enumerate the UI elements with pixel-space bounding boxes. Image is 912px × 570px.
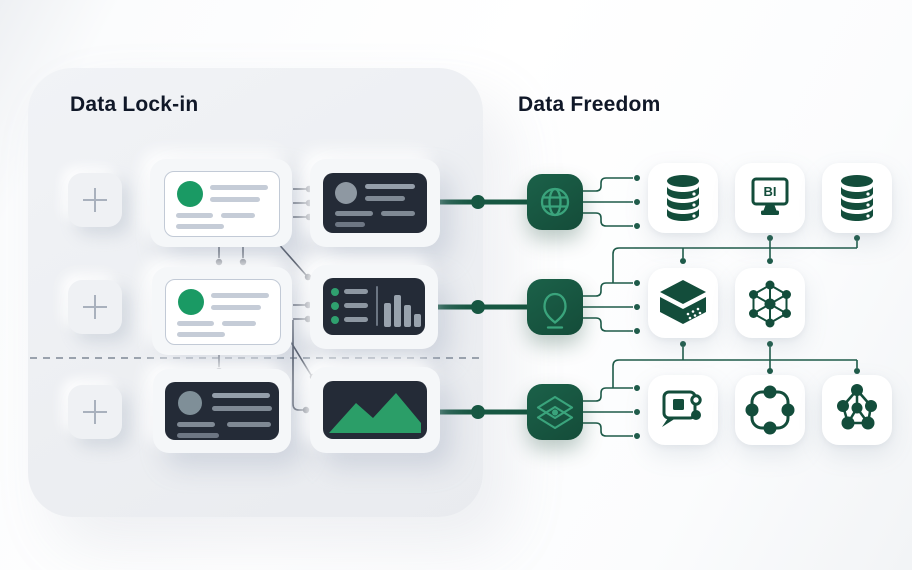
text-line xyxy=(344,289,368,294)
database-icon xyxy=(841,175,873,221)
metrics-card xyxy=(310,265,438,349)
tile-database-2 xyxy=(822,163,892,233)
bar xyxy=(394,295,401,327)
avatar-dot xyxy=(178,289,204,315)
tile-bi-monitor: BI xyxy=(735,163,805,233)
text-line xyxy=(177,332,225,337)
text-line xyxy=(344,317,368,322)
freedom-network-dots xyxy=(634,175,860,439)
text-line xyxy=(211,293,269,298)
plus-icon xyxy=(83,400,107,424)
plus-icon xyxy=(83,188,107,212)
record-card-white-middle xyxy=(152,267,292,355)
tile-node-network xyxy=(735,268,805,338)
tile-graph-cluster xyxy=(822,375,892,445)
text-line xyxy=(177,433,219,438)
record-card-white-top xyxy=(150,159,292,247)
bullet-dot xyxy=(331,316,339,324)
text-line xyxy=(177,422,215,427)
area-chart-card xyxy=(310,367,440,453)
text-line xyxy=(227,422,271,427)
text-line xyxy=(221,213,255,218)
bullet-dot xyxy=(331,288,339,296)
avatar-dot xyxy=(178,391,202,415)
text-line xyxy=(211,305,261,310)
hub-web xyxy=(527,174,583,230)
placeholder-slot-2 xyxy=(68,280,122,334)
text-line xyxy=(381,211,415,216)
layers-icon xyxy=(536,395,574,430)
bi-monitor-icon: BI xyxy=(751,177,789,215)
area-chart-icon xyxy=(329,393,421,433)
chat-integration-icon xyxy=(662,390,702,427)
text-line xyxy=(210,185,268,190)
avatar-dot xyxy=(177,181,203,207)
tile-database-1 xyxy=(648,163,718,233)
database-icon xyxy=(667,175,699,221)
text-line xyxy=(222,321,256,326)
plus-icon xyxy=(83,295,107,319)
freedom-title: Data Freedom xyxy=(518,93,661,116)
text-line xyxy=(176,213,213,218)
record-card-dark-bottom xyxy=(153,369,291,453)
text-line xyxy=(177,321,214,326)
avatar-dot xyxy=(335,182,357,204)
freedom-network xyxy=(583,177,858,437)
bar xyxy=(404,305,411,327)
placeholder-slot-3 xyxy=(68,385,122,439)
hub-voice xyxy=(527,279,583,335)
text-line xyxy=(335,211,373,216)
tile-chat-integration xyxy=(648,375,718,445)
voice-assistant-icon xyxy=(543,292,567,329)
placeholder-slot-1 xyxy=(68,173,122,227)
graph-cluster-icon xyxy=(837,384,877,430)
bullet-dot xyxy=(331,302,339,310)
text-line xyxy=(365,196,405,201)
text-line xyxy=(344,303,368,308)
semantic-cube-icon xyxy=(660,280,706,324)
tile-workflow-loop xyxy=(735,375,805,445)
bi-label: BI xyxy=(764,184,777,199)
hub-layers xyxy=(527,384,583,440)
text-line xyxy=(365,184,415,189)
tile-semantic-cube xyxy=(648,268,718,338)
bar xyxy=(414,314,421,327)
bar xyxy=(384,303,391,327)
lockin-title: Data Lock-in xyxy=(70,93,199,116)
text-line xyxy=(212,393,270,398)
text-line xyxy=(176,224,224,229)
flow-line-nodes xyxy=(471,195,485,419)
text-line xyxy=(335,222,365,227)
text-line xyxy=(210,197,260,202)
chart-divider xyxy=(376,286,378,326)
record-card-dark-top xyxy=(310,159,440,247)
node-network-icon xyxy=(749,280,791,328)
workflow-loop-icon xyxy=(745,385,795,435)
globe-icon xyxy=(540,187,570,217)
text-line xyxy=(212,406,272,411)
